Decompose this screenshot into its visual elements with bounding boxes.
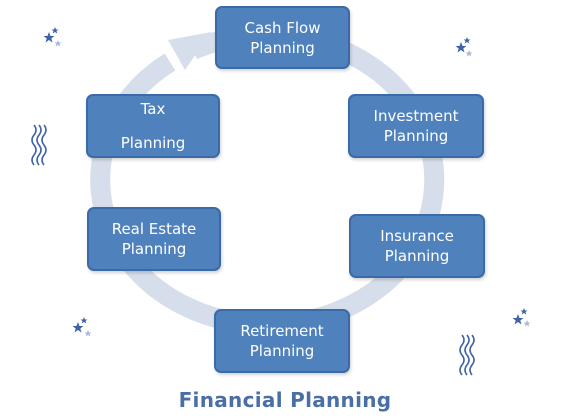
star-icon-cluster-bottom-right	[512, 308, 531, 327]
node-tax-planning: Tax Planning	[86, 94, 220, 158]
node-cash-flow-planning: Cash Flow Planning	[215, 6, 350, 69]
node-label-line2: Planning	[384, 247, 450, 265]
node-real-estate-planning: Real Estate Planning	[87, 207, 221, 271]
node-label-line1: Cash Flow	[244, 18, 321, 37]
node-label-line1: Insurance	[380, 227, 454, 245]
node-label-line1: Real Estate	[111, 220, 197, 238]
node-label-line2: Planning	[121, 240, 187, 258]
node-retirement-planning: Retirement Planning	[214, 309, 350, 373]
diagram-title: Financial Planning	[178, 388, 392, 412]
node-label-line2: Planning	[250, 38, 315, 57]
star-icon-cluster-top-left	[43, 27, 62, 47]
node-label-line1: Investment	[373, 107, 459, 125]
node-label-line2: Planning	[249, 342, 315, 360]
node-label-line1: Tax	[140, 100, 166, 118]
node-insurance-planning: Insurance Planning	[349, 214, 485, 278]
star-icon-cluster-top-right	[455, 37, 473, 57]
wave-icon-left	[31, 124, 47, 166]
node-label-line2: Planning	[383, 127, 449, 145]
cycle-arrowhead-icon	[168, 32, 211, 70]
node-label-line2: Planning	[120, 134, 186, 152]
node-label-line1: Retirement	[240, 322, 324, 340]
node-investment-planning: Investment Planning	[348, 94, 484, 158]
cycle-ring-arc	[90, 24, 445, 335]
wave-icon-right	[459, 334, 475, 376]
star-icon-cluster-bottom-left	[72, 317, 92, 337]
